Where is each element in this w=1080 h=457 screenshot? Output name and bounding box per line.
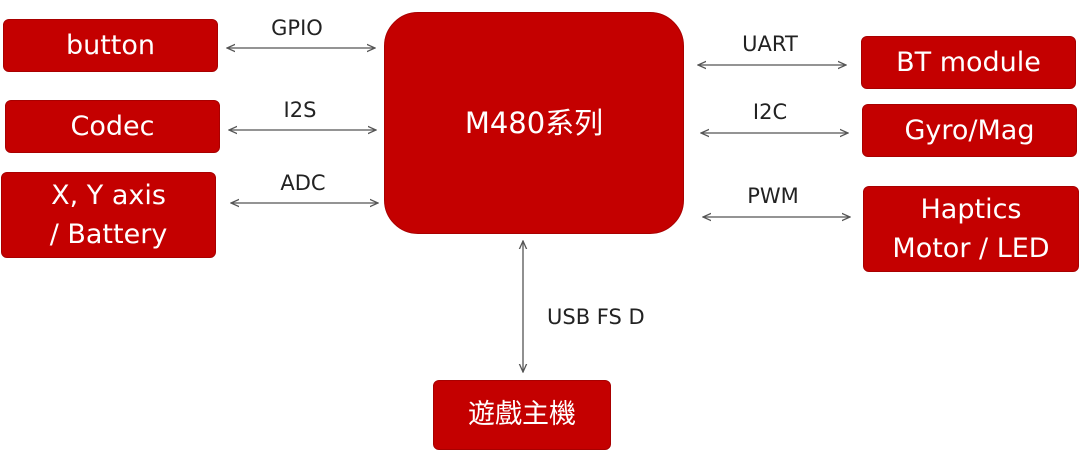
- adc-label: ADC: [280, 171, 326, 195]
- button-block-label: button: [65, 29, 156, 61]
- haptics-block: Haptics Motor / LED: [863, 186, 1079, 272]
- game-console-label: 遊戲主機: [468, 399, 576, 431]
- bt-module-block: BT module: [861, 36, 1076, 89]
- usb-fs-label: USB FS D: [547, 305, 645, 329]
- i2c-label: I2C: [752, 100, 788, 124]
- uart-label: UART: [742, 32, 798, 56]
- button-block: button: [3, 19, 218, 72]
- m480-series-label: M480系列: [464, 105, 604, 140]
- codec-block: Codec: [5, 100, 220, 153]
- bt-module-label: BT module: [896, 46, 1041, 78]
- codec-block-label: Codec: [70, 110, 155, 142]
- xy-axis-label: X, Y axis: [51, 179, 166, 211]
- gyro-mag-label: Gyro/Mag: [904, 114, 1035, 146]
- motor-led-label: Motor / LED: [892, 233, 1050, 264]
- pwm-label: PWM: [747, 184, 799, 208]
- battery-label: / Battery: [49, 219, 168, 250]
- i2s-label: I2S: [283, 98, 317, 122]
- haptics-label: Haptics: [920, 193, 1022, 225]
- gpio-label: GPIO: [271, 16, 323, 40]
- gyro-mag-block: Gyro/Mag: [862, 104, 1077, 157]
- xy-axis-battery-block: X, Y axis / Battery: [1, 172, 216, 258]
- m480-series-block: M480系列: [384, 12, 684, 234]
- game-console-block: 遊戲主機: [433, 380, 611, 450]
